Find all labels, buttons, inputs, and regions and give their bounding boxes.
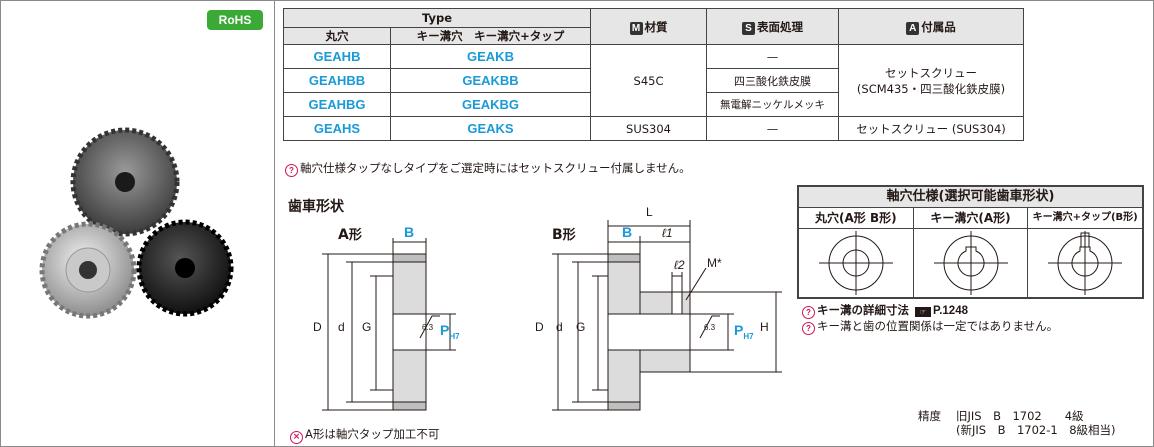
axial-round-hole-figure [799,229,913,297]
shape-b-drawing [552,220,782,411]
dim-l2: ℓ2 [674,258,685,272]
column-divider [274,0,275,447]
surface-cell: 無電解ニッケルメッキ [706,92,839,117]
part-code-link[interactable]: GEAHB [283,44,391,69]
part-code-link[interactable]: GEAHBG [283,92,391,117]
shape-b-label: B形 [552,227,576,243]
part-code-link[interactable]: GEAKBG [390,92,591,117]
axial-keyway-figure [912,229,1028,297]
dim-g: G [362,320,372,334]
rohs-badge: RoHS [207,10,263,30]
note-position: ?キー溝と歯の位置関係は一定ではありません。 [802,318,1058,335]
info-icon: ? [802,306,815,319]
roughness-b: 6.3 [704,323,716,332]
dim-d-lower-b: d [556,320,563,334]
axial-keyway-tap-figure [1027,229,1142,297]
part-code-link[interactable]: GEAHS [283,116,391,141]
accuracy-line1: 旧JIS B 1702 4級 [956,409,1084,423]
round-hole-header: 丸穴 [283,27,391,45]
part-code-link[interactable]: GEAHBB [283,68,391,93]
note-screw: ?軸穴仕様タップなしタイプをご選定時にはセットスクリュー付属しません。 [285,160,691,177]
table-row: GEAHS GEAKS SUS304 — セットスクリュー (SUS304) [283,116,1024,141]
dim-d-lower: d [338,320,345,334]
axial-col-keyway: キー溝穴(A形) [912,208,1028,228]
note-a-shape: ×A形は軸穴タップ加工不可 [290,426,439,444]
part-code-link[interactable]: GEAKBB [390,68,591,93]
dim-h: H [760,320,769,334]
material-cell: SUS304 [590,116,707,141]
accuracy-line2: (新JIS B 1702-1 8級相当) [956,423,1116,437]
accessory-cell: セットスクリュー(SCM435・四三酸化鉄皮膜) [838,44,1024,117]
dim-m: M* [707,256,722,270]
shape-a-label: A形 [338,227,362,243]
shape-a-drawing [322,238,456,411]
gear-silver-icon [39,221,137,319]
dim-p-b: PH7 [734,322,754,341]
dim-b-a: B [404,224,415,240]
product-photo [39,127,234,319]
part-code-link[interactable]: GEAKB [390,44,591,69]
dim-l1: ℓ1 [662,226,673,240]
surface-cell: — [706,44,839,69]
gear-gray-icon [70,127,180,237]
table-row: GEAHBB GEAKBB 四三酸化鉄皮膜 [283,68,1024,93]
prohibited-icon: × [290,431,303,444]
dim-p-a: PH7 [440,322,460,341]
dim-l: L [646,205,653,219]
table-row: GEAHB GEAKB S45C — セットスクリュー(SCM435・四三酸化鉄… [283,44,1024,117]
axial-col-keyway-tap: キー溝穴+タップ(B形) [1027,208,1142,228]
dim-b-b: B [622,224,633,240]
part-code-link[interactable]: GEAKS [390,116,591,141]
axial-col-round: 丸穴(A形 B形) [815,211,897,225]
axial-hole-table: 軸穴仕様(選択可能歯車形状) 丸穴(A形 B形) キー溝穴(A形) キー溝穴+タ… [797,185,1144,299]
material-cell: S45C [590,44,707,117]
accessory-cell: セットスクリュー (SUS304) [838,116,1024,141]
info-icon: ? [802,322,815,335]
page-ref-icon: ☞ [915,307,932,317]
surface-cell: — [706,116,839,141]
dim-g-b: G [576,320,586,334]
accuracy-label: 精度 [918,409,941,423]
dim-d-upper: D [313,320,322,334]
page-ref-link[interactable]: P.1248 [933,305,968,317]
keyway-header: キー溝穴 キー溝穴+タップ [390,27,591,45]
gear-shape-heading: 歯車形状 [288,199,344,215]
axial-hole-title: 軸穴仕様(選択可能歯車形状) [799,187,1142,208]
gear-black-icon [136,219,234,317]
table-row: GEAHBG GEAKBG 無電解ニッケルメッキ [283,92,1024,117]
dim-d-upper-b: D [535,320,544,334]
info-icon: ? [285,164,298,177]
type-header: Type [283,8,591,28]
roughness-a: 6.3 [422,323,434,332]
note-keyway: ?キー溝の詳細寸法 ☞P.1248 [802,302,968,319]
surface-cell: 四三酸化鉄皮膜 [706,68,839,93]
